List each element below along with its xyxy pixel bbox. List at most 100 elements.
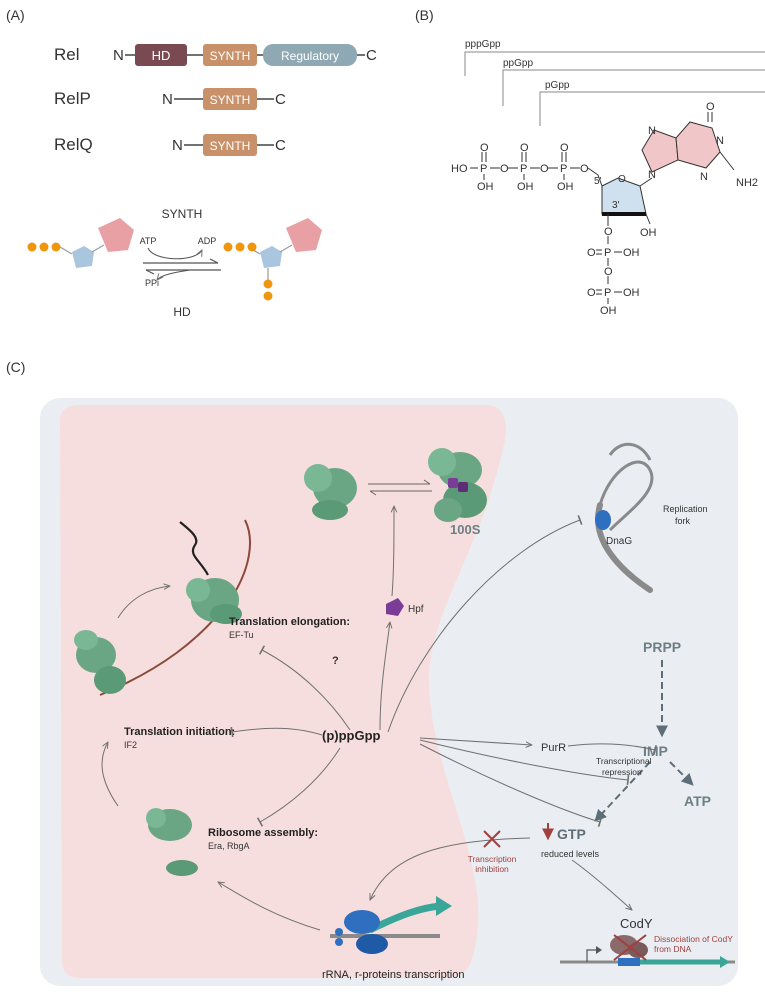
adp-label: ADP — [198, 236, 217, 246]
svg-text:P: P — [560, 163, 567, 175]
svg-text:OH: OH — [623, 247, 640, 259]
svg-text:OH: OH — [557, 181, 574, 193]
ppgpp-inhibits-gtp-step — [419, 743, 603, 828]
atp-label: ATP — [140, 236, 157, 246]
imp-to-gtp-arrow — [594, 761, 651, 822]
gtp-to-rrna-arrow — [370, 837, 531, 900]
rrna-transcription-label: rRNA, r-proteins transcription — [322, 969, 464, 981]
relq-synth-label: SYNTH — [210, 139, 251, 153]
cody-dna — [560, 946, 735, 968]
cody-label: CodY — [620, 916, 653, 931]
dnag-label: DnaG — [606, 536, 632, 547]
rel-regulatory-domain — [263, 44, 357, 66]
svg-text:O: O — [604, 226, 613, 238]
svg-text:NH2: NH2 — [736, 177, 758, 189]
triphosphate-chain — [470, 152, 599, 180]
guanine-atoms: O N N N N NH2 — [648, 101, 758, 189]
transcriptional-repression-2: repression — [602, 767, 642, 777]
rrna-to-assembly-arrow — [218, 882, 321, 931]
svg-text:N: N — [716, 135, 724, 147]
elongation-title: Translation elongation: — [229, 616, 350, 628]
relq-name: RelQ — [54, 135, 93, 154]
prime-3-label: 3' — [612, 200, 620, 211]
ppgpp-inhibits-imp-step — [419, 739, 630, 786]
rel-hd-domain — [135, 44, 187, 66]
ribosome-elongating — [186, 578, 242, 624]
svg-text:O: O — [587, 287, 596, 299]
nascent-peptide — [179, 521, 209, 576]
ppgpp-to-hpf-arrow — [379, 622, 390, 731]
ribose-ring — [601, 177, 647, 215]
transcription-inhibition-cross — [483, 830, 501, 848]
ribosome-initiating — [74, 630, 126, 694]
translation-cycle-arrow — [117, 586, 170, 619]
ribosome-50s-subunit — [146, 808, 192, 841]
svg-text:P: P — [604, 247, 611, 259]
svg-text:N: N — [648, 169, 656, 181]
ribose-2-oh: OH — [640, 227, 657, 239]
relq-c-terminus: C — [275, 137, 286, 154]
elongation-question-mark: ? — [332, 655, 339, 667]
svg-text:O: O — [540, 163, 549, 175]
assembly-to-initiation-arrow — [101, 742, 119, 807]
relp-synth-domain — [203, 88, 257, 110]
ppi-release-arrow — [157, 269, 191, 280]
relq-synth-domain — [203, 134, 257, 156]
svg-text:O: O — [706, 101, 715, 113]
prime-5-label: 5' — [594, 176, 602, 187]
gtp-reduced-levels: reduced levels — [541, 849, 600, 859]
imp-to-atp-arrow — [669, 761, 694, 786]
svg-text:O: O — [604, 266, 613, 278]
svg-text:OH: OH — [477, 181, 494, 193]
cody-dissociation-1: Dissociation of CodY — [654, 934, 733, 944]
svg-text:O: O — [560, 142, 569, 154]
hpf-protein — [386, 598, 404, 616]
ppgpp-bracket-label: ppGpp — [503, 58, 533, 69]
transcriptional-repression-1: Transcriptional — [596, 756, 652, 766]
phosphate-length-brackets — [464, 51, 765, 126]
diphosphate-chain — [596, 214, 622, 304]
ppgpp-inhibits-assembly — [256, 747, 341, 827]
svg-text:HO: HO — [451, 163, 468, 175]
svg-text:P: P — [604, 287, 611, 299]
triphosphate-atoms: HO P O OH O P O OH O P O OH O — [451, 142, 589, 193]
elongation-factor: EF-Tu — [229, 630, 254, 640]
purr-label: PurR — [541, 742, 566, 754]
svg-text:O: O — [580, 163, 589, 175]
svg-text:N: N — [648, 125, 656, 137]
assembly-factors: Era, RbgA — [208, 841, 250, 851]
panel-c-label: (C) — [6, 359, 25, 375]
ribose-oxygen: O — [618, 174, 626, 185]
atp-pathway-label: ATP — [684, 793, 711, 809]
rel-regulatory-label: Regulatory — [281, 49, 339, 63]
ppgpp-molecule-right — [223, 218, 322, 301]
svg-text:OH: OH — [623, 287, 640, 299]
rel-c-terminus: C — [366, 47, 377, 64]
glycosidic-bond — [639, 177, 653, 187]
rna-polymerase — [335, 910, 388, 954]
svg-text:P: P — [520, 163, 527, 175]
svg-text:O: O — [500, 163, 509, 175]
rel-synth-domain — [203, 44, 257, 66]
transcription-inhibition-1: Transcription — [468, 854, 517, 864]
svg-text:O: O — [480, 142, 489, 154]
rel-n-terminus: N — [113, 47, 124, 64]
pgpp-bracket-label: pGpp — [545, 80, 570, 91]
atp-adp-curve-arrow — [147, 247, 202, 260]
relp-name: RelP — [54, 89, 91, 108]
cody-dissociation — [610, 934, 648, 961]
ppgpp-inhibits-initiation — [230, 726, 323, 738]
svg-text:P: P — [480, 163, 487, 175]
ppgpp-inhibits-elongation — [258, 645, 351, 731]
rel-name: Rel — [54, 45, 80, 64]
rel-synth-label: SYNTH — [210, 49, 251, 63]
hpf-to-100s-arrow — [392, 506, 394, 597]
hpf-label: Hpf — [408, 604, 424, 615]
purr-represses-pathway — [567, 743, 657, 756]
gtp-label: GTP — [557, 826, 586, 842]
relp-n-terminus: N — [162, 91, 173, 108]
100s-label: 100S — [450, 522, 481, 537]
panel-a-label: (A) — [6, 7, 25, 23]
svg-text:O: O — [587, 247, 596, 259]
